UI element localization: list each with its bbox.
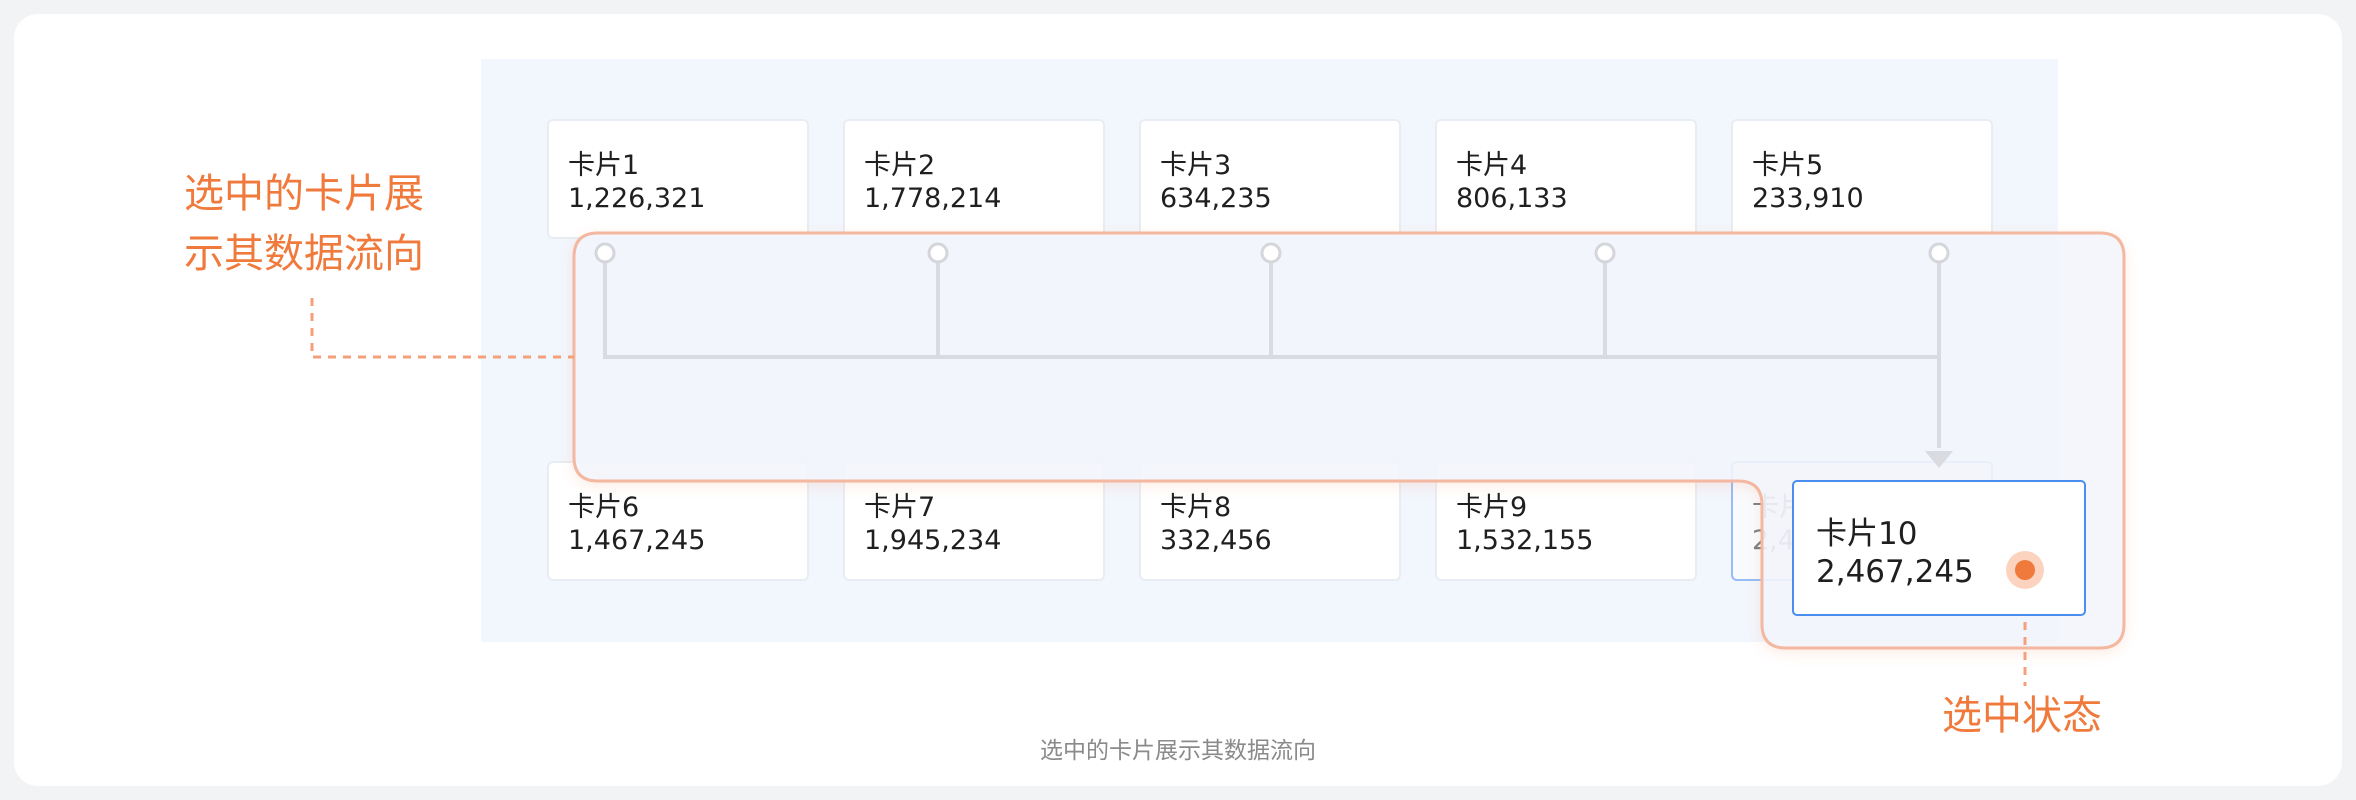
- card-name: 卡片1: [568, 150, 640, 181]
- card-value: 1,467,245: [568, 525, 706, 556]
- card-name: 卡片5: [1752, 150, 1824, 181]
- card-8[interactable]: 卡片8 332,456: [1139, 461, 1401, 581]
- card-name: 卡片8: [1160, 492, 1232, 523]
- card-name: 卡片10: [1816, 516, 1918, 552]
- card-name: 卡片7: [864, 492, 936, 523]
- card-value: 1,532,155: [1456, 525, 1594, 556]
- card-name: 卡片4: [1456, 150, 1528, 181]
- card-name: 卡片9: [1456, 492, 1528, 523]
- card-value: 1,226,321: [568, 183, 706, 214]
- card-name: 卡片2: [864, 150, 936, 181]
- card-value: 806,133: [1456, 183, 1568, 214]
- card-2[interactable]: 卡片2 1,778,214: [843, 119, 1105, 239]
- annotation-selected-state: 选中状态: [1942, 693, 2102, 739]
- card-1[interactable]: 卡片1 1,226,321: [547, 119, 809, 239]
- card-value: 1,778,214: [864, 183, 1002, 214]
- card-value: 233,910: [1752, 183, 1864, 214]
- card-name: 卡片6: [568, 492, 640, 523]
- card-3[interactable]: 卡片3 634,235: [1139, 119, 1401, 239]
- card-6[interactable]: 卡片6 1,467,245: [547, 461, 809, 581]
- annotation-data-flow: 选中的卡片展示其数据流向: [184, 171, 424, 277]
- card-4[interactable]: 卡片4 806,133: [1435, 119, 1697, 239]
- figure-caption: 选中的卡片展示其数据流向: [1040, 738, 1316, 764]
- card-value: 1,945,234: [864, 525, 1002, 556]
- card-9[interactable]: 卡片9 1,532,155: [1435, 461, 1697, 581]
- card-5[interactable]: 卡片5 233,910: [1731, 119, 1993, 239]
- card-value: 634,235: [1160, 183, 1272, 214]
- card-7[interactable]: 卡片7 1,945,234: [843, 461, 1105, 581]
- selected-card-zoom[interactable]: 卡片10 2,467,245: [1792, 480, 2086, 616]
- card-name: 卡片3: [1160, 150, 1232, 181]
- card-value: 332,456: [1160, 525, 1272, 556]
- card-value: 2,467,245: [1816, 554, 1974, 590]
